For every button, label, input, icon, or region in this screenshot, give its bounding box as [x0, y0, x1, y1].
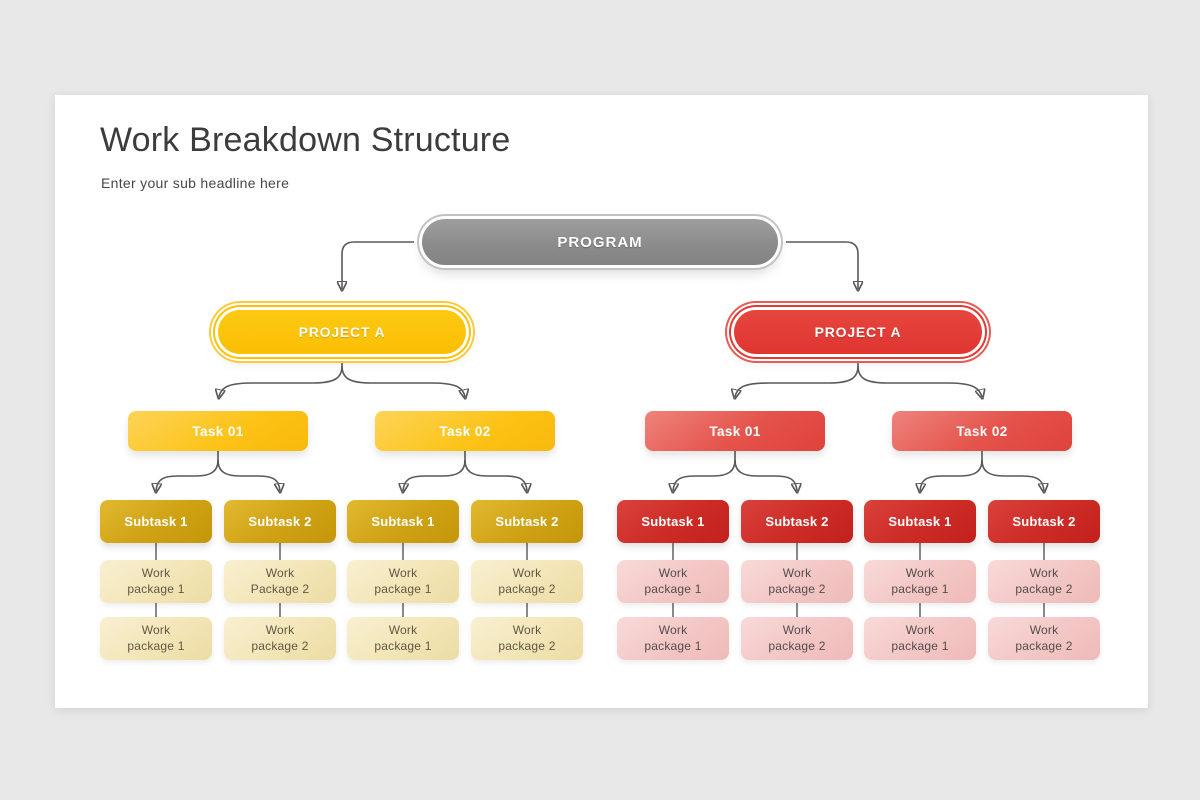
subtask-node: Subtask 1 — [864, 500, 976, 543]
work-package-node: Work package 1 — [864, 617, 976, 660]
work-package-node: Work package 1 — [617, 617, 729, 660]
work-package-node: Work package 2 — [224, 617, 336, 660]
task-node: Task 02 — [892, 411, 1072, 451]
work-package-node: Work package 1 — [100, 617, 212, 660]
project-node-red: PROJECT A — [734, 310, 982, 354]
task-node: Task 02 — [375, 411, 555, 451]
program-node: PROGRAM — [422, 219, 778, 265]
work-package-node: Work package 1 — [347, 617, 459, 660]
work-package-node: Work package 1 — [100, 560, 212, 603]
subtask-node: Subtask 1 — [100, 500, 212, 543]
work-package-node: Work package 2 — [988, 560, 1100, 603]
work-package-node: Work package 1 — [347, 560, 459, 603]
work-package-node: Work package 2 — [741, 560, 853, 603]
work-package-node: Work package 2 — [471, 617, 583, 660]
work-package-node: Work package 2 — [471, 560, 583, 603]
task-node: Task 01 — [128, 411, 308, 451]
subtask-node: Subtask 2 — [224, 500, 336, 543]
slide-canvas: Work Breakdown Structure Enter your sub … — [55, 95, 1148, 708]
subtask-node: Subtask 2 — [988, 500, 1100, 543]
work-package-node: Work package 1 — [617, 560, 729, 603]
task-node: Task 01 — [645, 411, 825, 451]
subtask-node: Subtask 1 — [347, 500, 459, 543]
work-package-node: Work package 1 — [864, 560, 976, 603]
connector-arrows — [55, 241, 1148, 617]
subtask-node: Subtask 1 — [617, 500, 729, 543]
work-package-node: Work package 2 — [741, 617, 853, 660]
page-title: Work Breakdown Structure — [100, 121, 511, 159]
project-node-yellow: PROJECT A — [218, 310, 466, 354]
page-subtitle: Enter your sub headline here — [101, 175, 290, 191]
subtask-node: Subtask 2 — [741, 500, 853, 543]
work-package-node: Work package 2 — [988, 617, 1100, 660]
subtask-node: Subtask 2 — [471, 500, 583, 543]
work-package-node: Work Package 2 — [224, 560, 336, 603]
